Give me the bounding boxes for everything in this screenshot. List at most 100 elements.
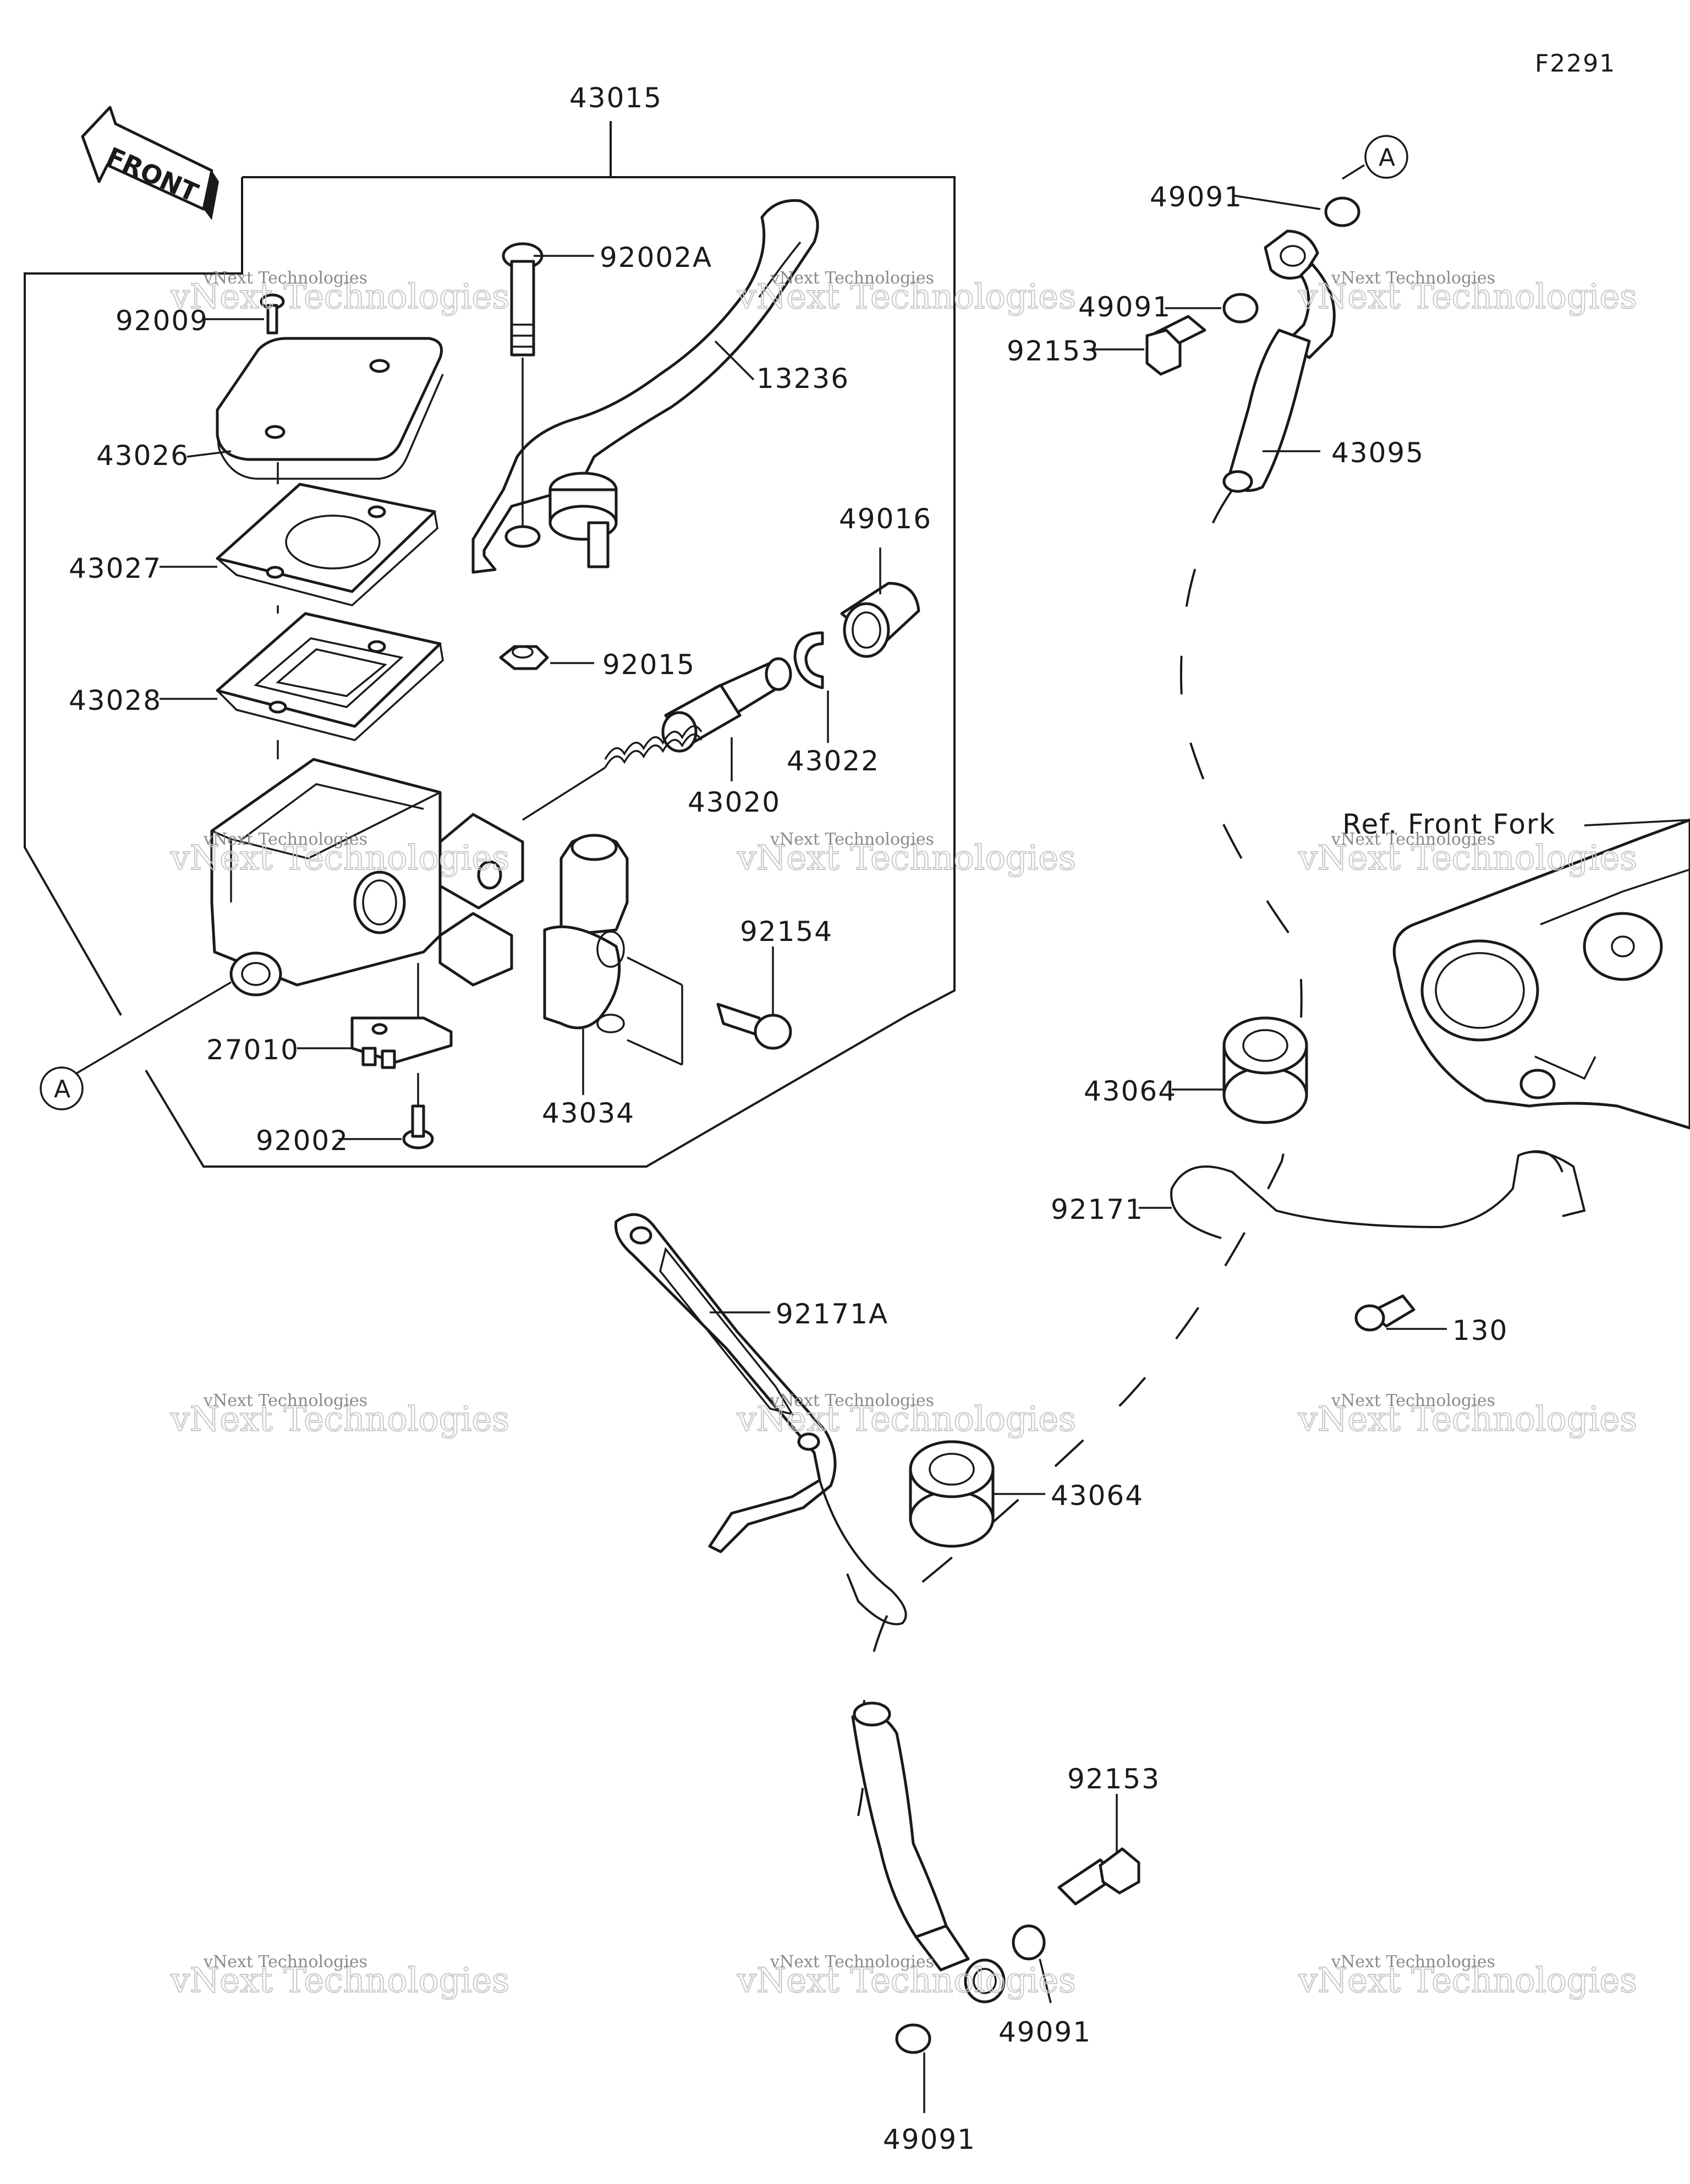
svg-text:vNext Technologies: vNext Technologies <box>770 1952 934 1972</box>
front-arrow-icon: FRONT <box>81 106 219 220</box>
front-fork-reference <box>1392 818 1690 1130</box>
banjo-bolt-92153-a <box>1145 315 1206 376</box>
reference-label: Ref. Front Fork <box>1342 808 1556 840</box>
svg-text:vNext Technologies: vNext Technologies <box>1298 1960 1637 2000</box>
callout-92009: 92009 <box>116 305 208 337</box>
callout-92154: 92154 <box>740 916 833 948</box>
svg-text:vNext Technologies: vNext Technologies <box>1331 1391 1495 1410</box>
callout-43034: 43034 <box>542 1097 635 1129</box>
svg-text:vNext Technologies: vNext Technologies <box>737 1399 1076 1439</box>
callout-13236: 13236 <box>756 363 849 395</box>
brake-switch-27010 <box>350 963 453 1069</box>
callout-49091-bottom: 49091 <box>883 2123 976 2155</box>
washer-49091-b <box>1222 293 1259 324</box>
diaphragm-43028 <box>216 612 444 741</box>
svg-text:vNext Technologies: vNext Technologies <box>170 838 509 878</box>
callout-43015: 43015 <box>569 82 662 114</box>
svg-text:vNext Technologies: vNext Technologies <box>770 1391 934 1410</box>
callout-49091-bottom-right: 49091 <box>998 2016 1091 2048</box>
callout-92153-bottom: 92153 <box>1067 1763 1160 1795</box>
circlip-43022 <box>793 631 824 689</box>
diaphragm-plate-43027 <box>216 483 438 606</box>
master-cylinder-body <box>210 758 524 997</box>
bolt-92154 <box>716 1003 792 1050</box>
callout-27010: 27010 <box>206 1034 299 1066</box>
svg-text:vNext Technologies: vNext Technologies <box>737 1960 1076 2000</box>
piston-43020 <box>522 657 792 821</box>
clamp-43034 <box>543 834 683 1066</box>
svg-text:vNext Technologies: vNext Technologies <box>170 1960 509 2000</box>
screw-92009 <box>260 293 285 335</box>
svg-text:vNext Technologies: vNext Technologies <box>737 276 1076 316</box>
callout-92153-top: 92153 <box>1007 335 1100 367</box>
washer-49091-c <box>1012 1924 1046 1961</box>
callout-92015: 92015 <box>602 649 695 681</box>
grommet-43064-b <box>909 1440 995 1548</box>
hose-group <box>614 196 1586 2054</box>
svg-text:vNext Technologies: vNext Technologies <box>1331 269 1495 288</box>
master-cylinder-group <box>210 293 524 1150</box>
callout-49091-mid: 49091 <box>1078 291 1171 323</box>
washer-49091-d <box>895 2023 931 2054</box>
leader-lines <box>76 164 1447 2113</box>
reference-marker-a-left: A <box>40 1066 84 1110</box>
callout-43095: 43095 <box>1331 437 1424 469</box>
hose-43095 <box>1222 229 1336 493</box>
reservoir-cap-43026 <box>216 337 444 480</box>
callout-43026: 43026 <box>96 440 189 472</box>
grommet-43064-a <box>1222 1016 1308 1124</box>
washer-49091-a <box>1324 196 1360 227</box>
clamp-wire-92171 <box>1170 1151 1586 1239</box>
svg-text:vNext Technologies: vNext Technologies <box>770 269 934 288</box>
assembly-outline <box>24 121 956 1168</box>
callout-43022: 43022 <box>787 745 880 777</box>
svg-text:vNext Technologies: vNext Technologies <box>170 1399 509 1439</box>
svg-text:vNext Technologies: vNext Technologies <box>737 838 1076 878</box>
callout-43020: 43020 <box>688 786 781 818</box>
callout-43064-lower: 43064 <box>1051 1480 1144 1512</box>
callout-49016: 49016 <box>839 503 932 535</box>
bracket-92171A <box>614 1213 837 1553</box>
svg-text:vNext Technologies: vNext Technologies <box>170 276 509 316</box>
pivot-bolt-92002A <box>502 242 544 528</box>
hose-lower <box>851 1701 1006 2004</box>
callout-43027: 43027 <box>69 552 162 584</box>
boot-49016 <box>840 582 920 658</box>
callout-92171: 92171 <box>1051 1194 1144 1225</box>
screw-92002 <box>402 1073 434 1150</box>
banjo-bolt-92153-b <box>1057 1847 1140 1906</box>
bolt-130 <box>1354 1294 1415 1332</box>
svg-text:vNext Technologies: vNext Technologies <box>203 1391 367 1410</box>
svg-text:vNext Technologies: vNext Technologies <box>1298 1399 1637 1439</box>
svg-text:vNext Technologies: vNext Technologies <box>1331 830 1495 849</box>
callout-43028: 43028 <box>69 685 162 716</box>
figure-code: F2291 <box>1535 50 1616 78</box>
svg-text:vNext Technologies: vNext Technologies <box>203 269 367 288</box>
svg-text:A: A <box>1379 144 1395 172</box>
callout-92171A: 92171A <box>776 1298 888 1330</box>
callout-labels: 43015 92002A 13236 92009 43026 43027 430… <box>40 82 1556 2155</box>
adjuster-knob <box>504 472 618 568</box>
svg-text:vNext Technologies: vNext Technologies <box>1331 1952 1495 1972</box>
svg-text:vNext Technologies: vNext Technologies <box>1298 838 1637 878</box>
svg-text:vNext Technologies: vNext Technologies <box>770 830 934 849</box>
callout-43064-upper: 43064 <box>1084 1075 1177 1107</box>
svg-text:vNext Technologies: vNext Technologies <box>203 830 367 849</box>
callout-49091-top: 49091 <box>1150 181 1243 213</box>
callout-130: 130 <box>1452 1315 1508 1346</box>
lever-group <box>471 199 920 1066</box>
